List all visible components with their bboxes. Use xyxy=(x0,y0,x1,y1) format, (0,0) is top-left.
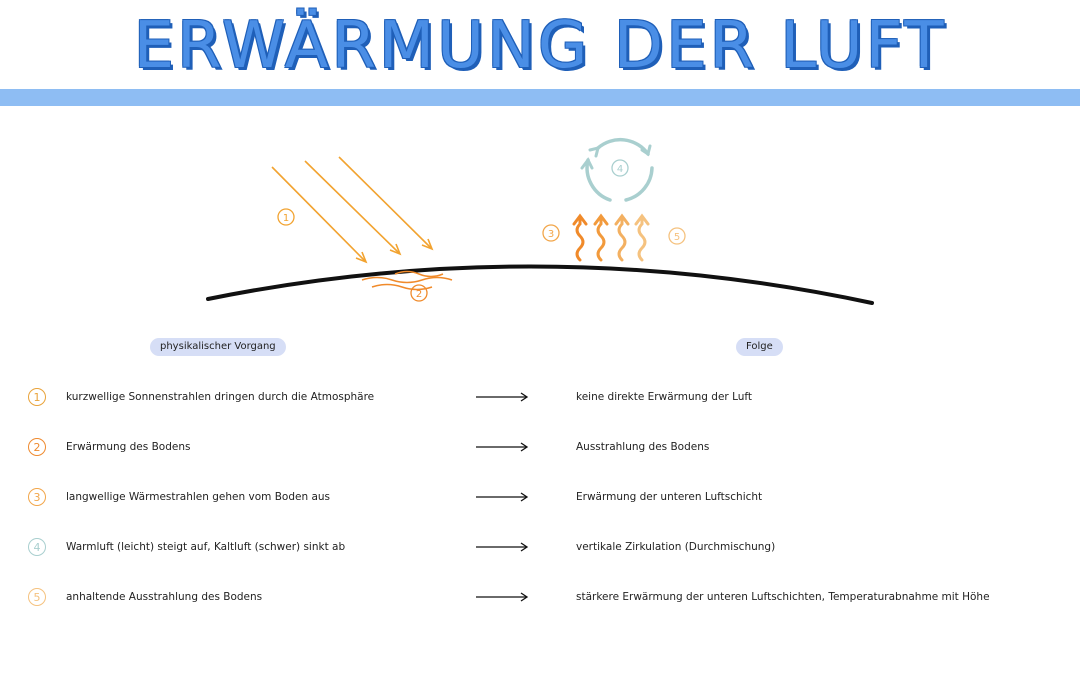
ground-heat-waves xyxy=(361,270,453,291)
process-text: anhaltende Ausstrahlung des Bodens xyxy=(66,591,263,603)
table-row: 1 kurzwellige Sonnenstrahlen dringen dur… xyxy=(0,388,1080,412)
process-text: kurzwellige Sonnenstrahlen dringen durch… xyxy=(66,391,375,403)
row-number-badge: 4 xyxy=(28,538,46,556)
arrow-right-icon xyxy=(476,442,529,452)
title-underline-band xyxy=(0,89,1080,106)
circulation-cycle xyxy=(580,137,654,202)
process-text: Warmluft (leicht) steigt auf, Kaltluft (… xyxy=(66,541,346,553)
label-circle-3 xyxy=(542,224,560,242)
table-row: 4 Warmluft (leicht) steigt auf, Kaltluft… xyxy=(0,538,1080,562)
sun-ray-1-head xyxy=(355,251,368,264)
label-circle-4 xyxy=(611,159,629,177)
table-row: 3 langwellige Wärmestrahlen gehen vom Bo… xyxy=(0,488,1080,512)
arrow-right-icon xyxy=(476,542,529,552)
row-number-badge: 5 xyxy=(28,588,46,606)
result-text: Ausstrahlung des Bodens xyxy=(576,441,710,453)
result-text: vertikale Zirkulation (Durchmischung) xyxy=(576,541,776,553)
label-2-text: 2 xyxy=(416,289,422,300)
sun-ray-3 xyxy=(338,156,433,250)
label-3-text: 3 xyxy=(548,229,554,240)
label-circle-1 xyxy=(277,208,295,226)
result-text: stärkere Erwärmung der unteren Luftschic… xyxy=(576,591,990,603)
earth-surface-curve xyxy=(206,264,874,305)
process-text: langwellige Wärmestrahlen gehen vom Bode… xyxy=(66,491,331,503)
arrow-right-icon xyxy=(476,392,529,402)
label-1-text: 1 xyxy=(283,213,289,224)
rising-heat-squiggles xyxy=(572,213,650,262)
arrow-right-icon xyxy=(476,492,529,502)
table-row: 5 anhaltende Ausstrahlung des Bodens stä… xyxy=(0,588,1080,612)
air-heating-diagram: 1 2 3 5 4 xyxy=(206,137,874,305)
sun-rays xyxy=(271,156,434,264)
label-circle-5 xyxy=(668,227,686,245)
process-column-header: physikalischer Vorgang xyxy=(150,338,286,356)
sun-ray-2 xyxy=(304,160,401,255)
label-5-text: 5 xyxy=(674,232,680,243)
label-circle-2 xyxy=(410,284,428,302)
label-4-text: 4 xyxy=(617,164,623,175)
table-row: 2 Erwärmung des Bodens Ausstrahlung des … xyxy=(0,438,1080,462)
page-title: ERWÄRMUNG DER LUFT xyxy=(133,9,947,83)
sun-ray-2-head xyxy=(389,243,402,256)
heat-squiggle-2 xyxy=(596,216,606,262)
result-column-header: Folge xyxy=(736,338,783,356)
row-number-badge: 2 xyxy=(28,438,46,456)
row-number-badge: 1 xyxy=(28,388,46,406)
result-text: Erwärmung der unteren Luftschicht xyxy=(576,491,763,503)
sun-ray-3-head xyxy=(421,238,434,251)
row-number-badge: 3 xyxy=(28,488,46,506)
heat-squiggle-3 xyxy=(617,216,627,262)
heat-squiggle-4 xyxy=(637,216,647,262)
arrow-right-icon xyxy=(476,592,529,602)
heat-squiggle-1 xyxy=(575,216,585,262)
process-text: Erwärmung des Bodens xyxy=(66,441,191,453)
sun-ray-1 xyxy=(271,166,367,263)
result-text: keine direkte Erwärmung der Luft xyxy=(576,391,753,403)
